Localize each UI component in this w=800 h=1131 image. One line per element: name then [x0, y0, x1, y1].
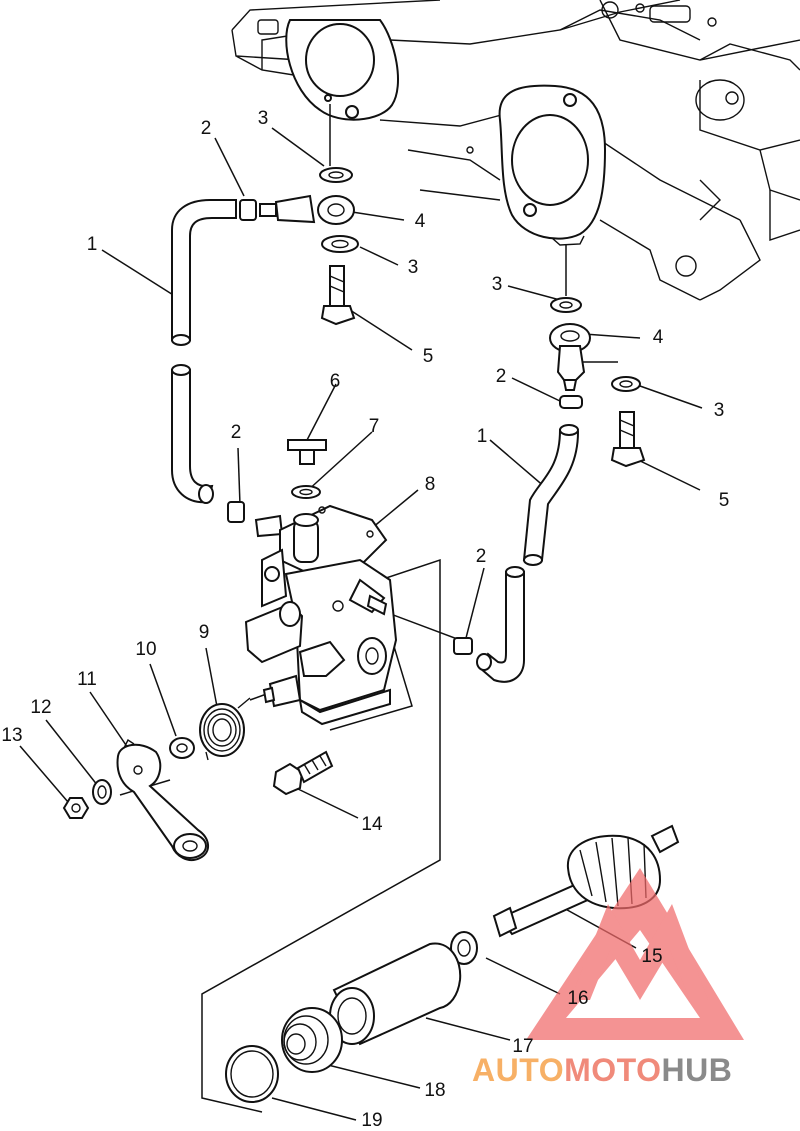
upper-left-fitting-group: [239, 167, 359, 326]
callout-4: 4: [653, 327, 664, 348]
oil-injection-pump: [227, 439, 398, 726]
callout-8: 8: [425, 474, 436, 495]
nut-13: [62, 797, 90, 819]
callout-4: 4: [415, 211, 426, 232]
callout-5: 5: [719, 490, 730, 511]
watermark-m-icon: [570, 904, 708, 1000]
callout-7: 7: [369, 416, 380, 437]
right-fitting-group: [549, 297, 646, 468]
hose-clamp-2d: [453, 637, 473, 655]
callout-15: 15: [641, 946, 662, 967]
sealing-washer-3c: [550, 297, 582, 313]
oil-hose-1a: [171, 199, 237, 504]
worm-gear-18: [281, 1007, 343, 1073]
callout-1: 1: [87, 234, 98, 255]
callout-16: 16: [567, 988, 588, 1009]
banjo-bolt-5b: [619, 411, 635, 453]
callout-10: 10: [135, 639, 156, 660]
callout-14: 14: [361, 814, 383, 835]
callout-6: 6: [330, 371, 341, 392]
callout-11: 11: [77, 669, 97, 690]
watermark-wordmark: AUTOMOTOHUB: [472, 1052, 732, 1088]
sealing-washer-3d: [611, 376, 641, 392]
callout-12: 12: [30, 697, 51, 718]
callout-3: 3: [492, 274, 503, 295]
washer-7: [291, 485, 321, 499]
return-spring-9: [199, 703, 245, 757]
hose-clamp-2b: [559, 395, 583, 409]
sealing-washer-3b: [321, 235, 359, 253]
callout-2: 2: [201, 118, 212, 139]
mounting-bolt-14: [272, 750, 334, 796]
leader-lines: [19, 104, 703, 1121]
callout-17: 17: [512, 1036, 533, 1057]
sealing-washer-3a: [319, 167, 353, 183]
control-lever-group: [62, 697, 251, 862]
automotohub-watermark: [526, 868, 744, 1040]
callout-2: 2: [476, 546, 487, 567]
banjo-fitting-4a: [317, 195, 355, 225]
callout-numbers: 2 3 1 4 3 5 3 4 2 3 6 7 2 1 5 8 2 9 10 1…: [1, 108, 729, 1131]
lock-washer-12: [92, 779, 112, 805]
oil-hose-1b: [453, 424, 580, 683]
callout-19: 19: [361, 1110, 382, 1131]
callout-3: 3: [408, 257, 419, 278]
callout-2: 2: [231, 422, 242, 443]
engine-cylinder-head: [231, 0, 800, 301]
banjo-bolt-5a: [329, 265, 345, 311]
spacer-washer-16: [450, 931, 478, 965]
callout-9: 9: [199, 622, 210, 643]
washer-10: [169, 737, 195, 759]
hose-clamp-2c: [227, 501, 245, 523]
snap-ring-19: [225, 1045, 279, 1103]
banjo-nipple-4a: [274, 194, 316, 224]
hose-clamp-2a: [239, 199, 257, 221]
callout-3: 3: [714, 400, 725, 421]
drive-shaft-assembly: [225, 824, 680, 1103]
callout-5: 5: [423, 346, 434, 367]
callout-18: 18: [424, 1080, 445, 1101]
callout-1: 1: [477, 426, 488, 447]
callout-3: 3: [258, 108, 269, 129]
callout-2: 2: [496, 366, 507, 387]
callout-13: 13: [1, 725, 22, 746]
